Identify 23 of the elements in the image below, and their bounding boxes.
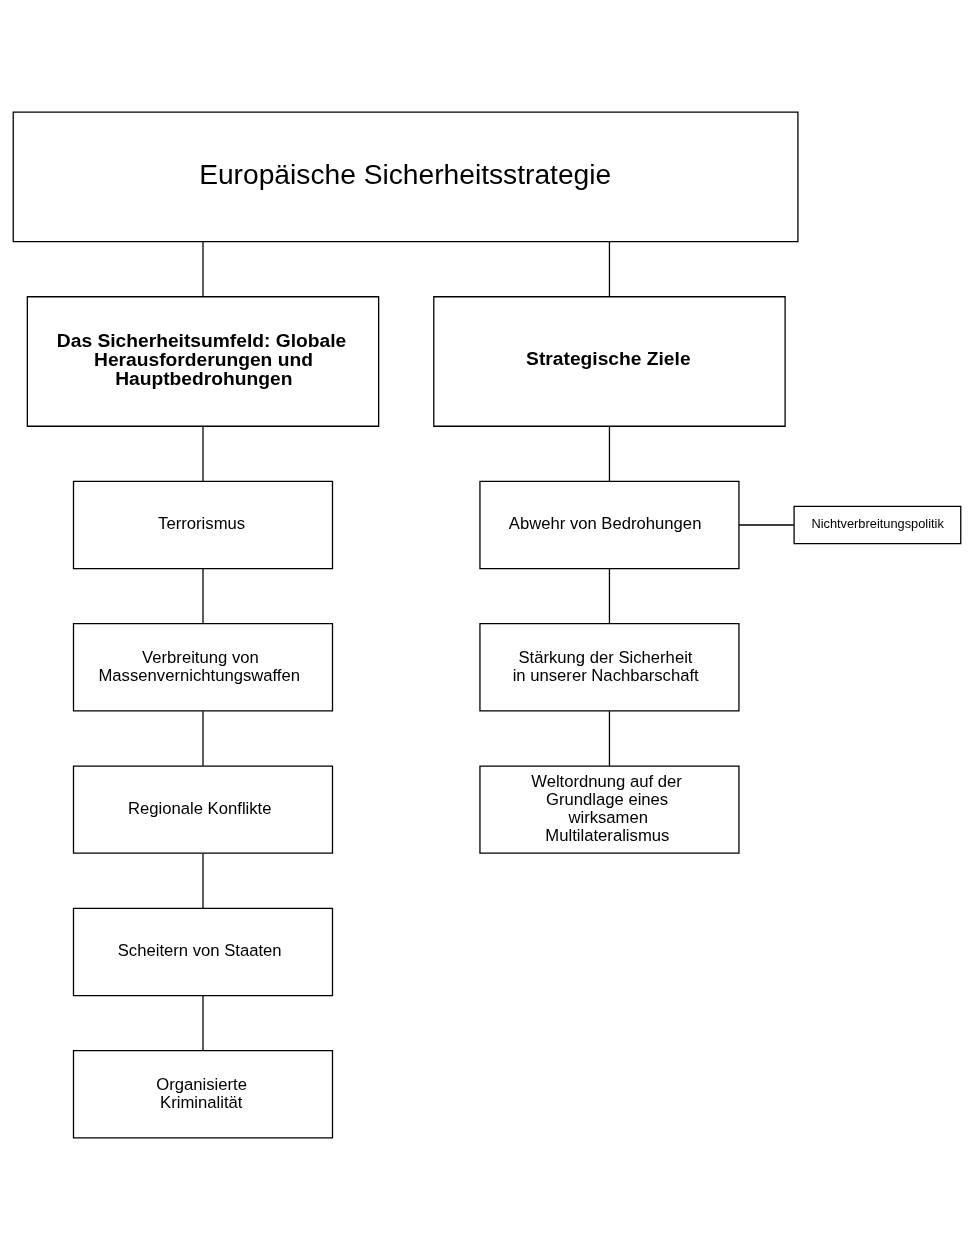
connector (202, 994, 204, 1051)
node-box: Nichtverbreitungspolitik (793, 505, 962, 544)
connector (608, 425, 611, 482)
node-box: Stärkung der Sicherheit in unserer Nachbarschaft (479, 622, 740, 712)
node-box: Verbreitung von Massenvernichtungswaffen (72, 622, 334, 712)
connector (202, 240, 204, 297)
node-box: Terrorismus (72, 480, 334, 569)
connector (202, 567, 204, 624)
connector (738, 523, 795, 526)
node-box: Weltordnung auf der Grundlage eines wirksamen Multilateralismus (479, 764, 740, 854)
node-box: Scheitern von Staaten (72, 907, 334, 996)
connector (202, 425, 204, 482)
node-box: Regionale Konflikte (72, 764, 334, 854)
node-box: Strategische Ziele (433, 295, 786, 427)
node-box: Organisierte Kriminalität (72, 1049, 334, 1138)
connector (608, 567, 611, 624)
connector (608, 710, 611, 766)
node-box: Das Sicherheitsumfeld: Globale Herausforderungen und Hauptbedrohungen (26, 295, 380, 427)
connector (608, 240, 611, 297)
connector (202, 852, 204, 909)
connector (202, 710, 204, 766)
node-box: Abwehr von Bedrohungen (479, 480, 740, 569)
node-box: Europäische Sicherheitsstrategie (12, 111, 799, 242)
